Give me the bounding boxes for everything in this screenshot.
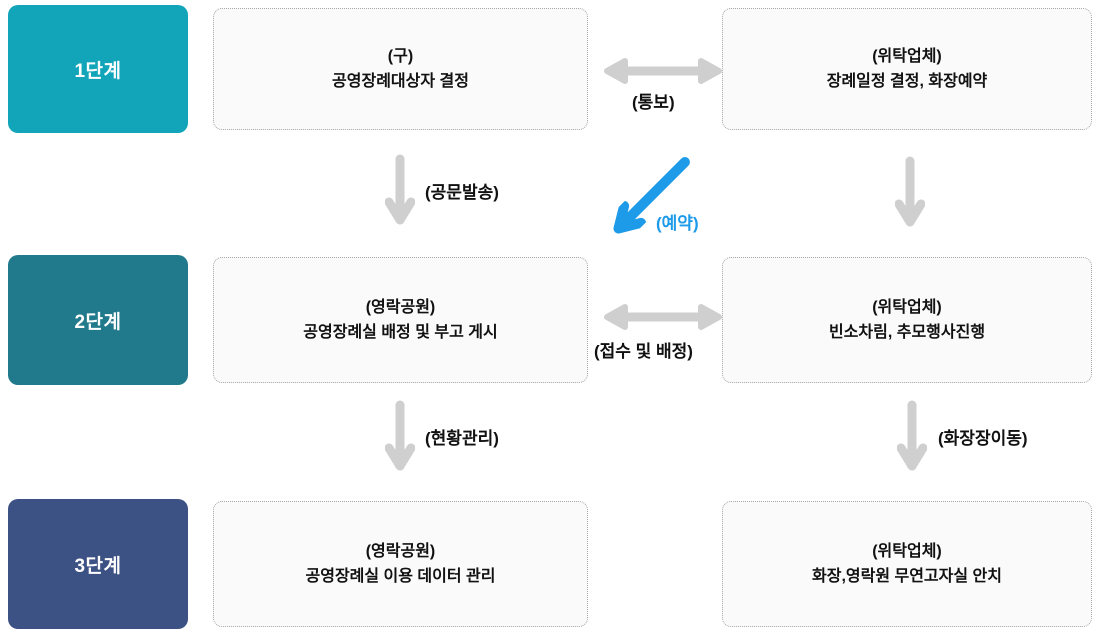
stage-2-label: 2단계 xyxy=(74,311,122,333)
crematory-move-arrow-label: (화장장이동) xyxy=(938,429,1028,448)
process-actor: (위탁업체) xyxy=(872,543,942,560)
process-actor: (구) xyxy=(387,48,414,65)
stage-3-box: 3단계 xyxy=(8,499,188,629)
process-box-park-data-management: (영락공원) 공영장례실 이용 데이터 관리 xyxy=(213,501,588,627)
process-box-district-decision: (구) 공영장례대상자 결정 xyxy=(213,8,588,130)
process-task: 장례일정 결정, 화장예약 xyxy=(826,73,988,90)
process-task: 화장,영락원 무연고자실 안치 xyxy=(812,568,1002,585)
reservation-arrow-label: (예약) xyxy=(656,214,699,233)
official-letter-arrow-label: (공문발송) xyxy=(425,183,499,202)
contractor-down-arrow-icon xyxy=(895,156,925,227)
process-actor: (위탁업체) xyxy=(872,299,942,316)
receipt-assignment-double-arrow-icon xyxy=(604,304,722,330)
process-task: 공영장례대상자 결정 xyxy=(332,73,469,90)
process-actor: (위탁업체) xyxy=(872,48,942,65)
stage-2-box: 2단계 xyxy=(8,255,188,385)
notify-arrow-label: (통보) xyxy=(632,93,675,112)
status-management-arrow-label: (현황관리) xyxy=(425,429,499,448)
notify-double-arrow-icon xyxy=(604,58,722,84)
status-management-down-arrow-icon xyxy=(385,400,415,471)
process-actor: (영락공원) xyxy=(365,299,436,316)
process-actor: (영락공원) xyxy=(365,543,436,560)
stage-3-label: 3단계 xyxy=(74,555,122,577)
process-task: 공영장례실 이용 데이터 관리 xyxy=(305,568,496,585)
process-task: 공영장례실 배정 및 부고 게시 xyxy=(303,324,498,341)
crematory-move-down-arrow-icon xyxy=(897,400,927,471)
process-task: 빈소차림, 추모행사진행 xyxy=(828,324,986,341)
process-box-park-assignment: (영락공원) 공영장례실 배정 및 부고 게시 xyxy=(213,257,588,383)
process-box-contractor-schedule: (위탁업체) 장례일정 결정, 화장예약 xyxy=(722,8,1092,130)
official-letter-down-arrow-icon xyxy=(385,154,415,225)
stage-1-box: 1단계 xyxy=(8,5,188,133)
reservation-diagonal-arrow-icon xyxy=(602,147,700,245)
stage-1-label: 1단계 xyxy=(74,60,122,82)
process-box-contractor-memorial: (위탁업체) 빈소차림, 추모행사진행 xyxy=(722,257,1092,383)
process-box-contractor-cremation: (위탁업체) 화장,영락원 무연고자실 안치 xyxy=(722,501,1092,627)
receipt-assignment-arrow-label: (접수 및 배정) xyxy=(594,342,693,361)
